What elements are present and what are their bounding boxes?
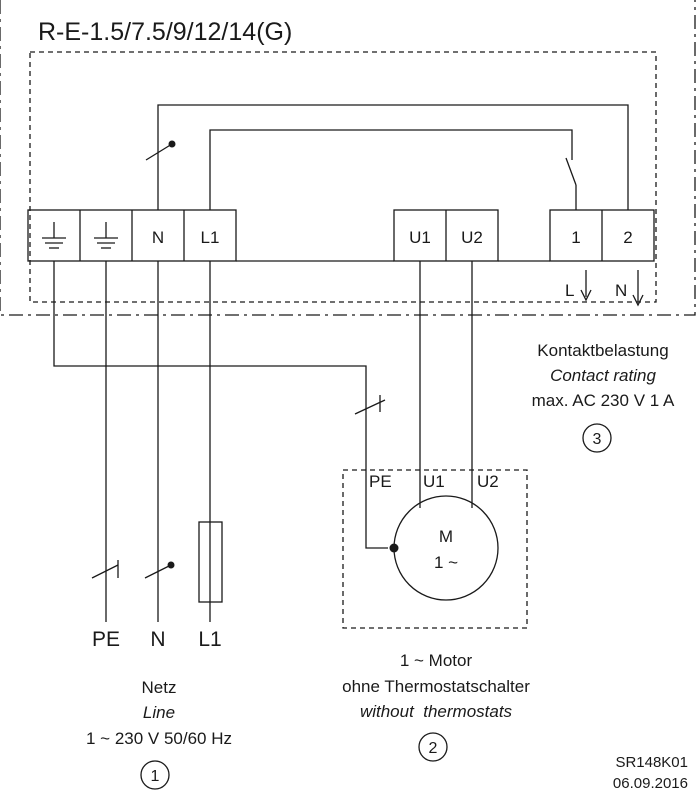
- motor-phase: 1 ~: [434, 553, 458, 572]
- motor-caption-3: without thermostats: [360, 702, 513, 721]
- terminal-1-label: 1: [571, 228, 580, 247]
- motor-u1-label: U1: [423, 472, 445, 491]
- arrow-down-icon: [580, 270, 592, 302]
- ground-icon: [42, 222, 66, 249]
- ground-icon: [94, 222, 118, 249]
- mains-caption-1: Netz: [142, 678, 177, 697]
- drawing-code: SR148K01: [615, 754, 688, 771]
- terminal-n-label: N: [152, 228, 164, 247]
- motor-number-circle: [418, 732, 448, 762]
- output-n-label: N: [615, 281, 627, 300]
- contact-number: 3: [593, 431, 602, 448]
- switch-icon: [565, 157, 577, 186]
- terminal-2-label: 2: [623, 228, 632, 247]
- device-enclosure: [0, 0, 696, 316]
- terminal-u1-label: U1: [409, 228, 431, 247]
- contact-number-circle: [582, 423, 612, 453]
- motor-caption-1: 1 ~ Motor: [400, 651, 473, 670]
- drawing-date: 06.09.2016: [613, 775, 688, 792]
- terminal-l1-label: L1: [201, 228, 220, 247]
- motor-icon: [393, 495, 499, 601]
- mains-caption-3: 1 ~ 230 V 50/60 Hz: [86, 729, 232, 748]
- mains-pe-label: PE: [92, 628, 120, 651]
- mains-number-circle: [140, 760, 170, 790]
- arrow-down-icon: [632, 270, 644, 307]
- motor-symbol: M: [439, 527, 453, 546]
- terminal-u2-label: U2: [461, 228, 483, 247]
- mains-n-label: N: [150, 628, 165, 651]
- motor-caption-2: ohne Thermostatschalter: [342, 677, 530, 696]
- motor-u2-label: U2: [477, 472, 499, 491]
- mains-l1-label: L1: [198, 628, 221, 651]
- contact-caption-2: Contact rating: [550, 366, 656, 385]
- page-title: R-E-1.5/7.5/9/12/14(G): [38, 18, 292, 46]
- mains-caption-2: Line: [143, 703, 175, 722]
- motor-box: [342, 469, 528, 629]
- motor-pe-label: PE: [369, 472, 392, 491]
- motor-number: 2: [429, 740, 438, 757]
- contact-caption-1: Kontaktbelastung: [537, 341, 668, 360]
- output-l-label: L: [565, 281, 574, 300]
- mains-number: 1: [151, 768, 160, 785]
- controller-box: [29, 51, 657, 303]
- contact-caption-3: max. AC 230 V 1 A: [532, 391, 675, 410]
- switch-icon: [145, 143, 173, 161]
